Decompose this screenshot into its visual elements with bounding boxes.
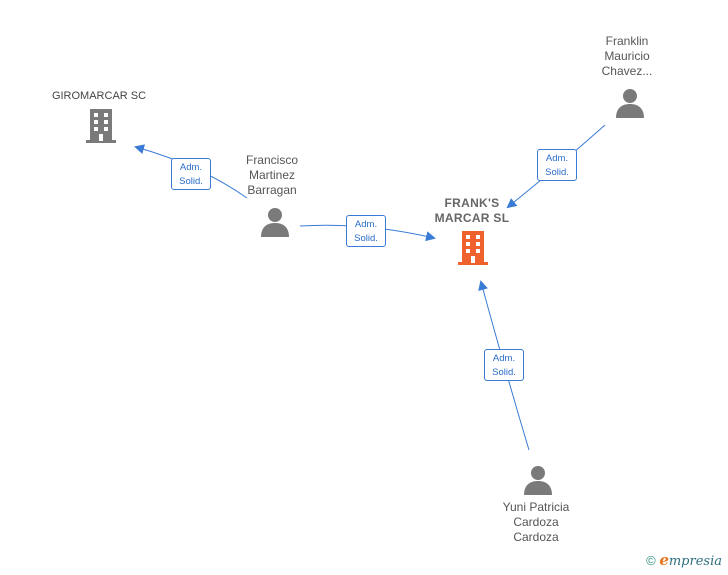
role-text: Solid. [179, 176, 203, 187]
company-name-giromarcar[interactable]: GIROMARCAR SC [51, 90, 147, 102]
company-name-focus[interactable]: FRANK'S MARCAR SL [434, 196, 510, 225]
role-text: Solid. [545, 167, 569, 178]
person-name-yuni[interactable]: Yuni Patricia Cardoza Cardoza [502, 500, 570, 544]
edge-label-francisco-giromarcar[interactable]: Adm. Solid. [171, 158, 211, 190]
building-icon[interactable] [456, 230, 490, 266]
edge-label-yuni-focus[interactable]: Adm. Solid. [484, 349, 524, 381]
role-text: Solid. [354, 233, 378, 244]
role-text: Adm. [354, 219, 378, 230]
role-text: Adm. [179, 162, 203, 173]
person-name-francisco[interactable]: Francisco Martinez Barragan [245, 153, 298, 197]
building-icon[interactable] [84, 108, 118, 144]
brand-initial: e [659, 551, 669, 569]
person-icon[interactable] [259, 206, 291, 238]
edge-label-francisco-focus[interactable]: Adm. Solid. [346, 215, 386, 247]
brand-footer: © empresia [646, 551, 722, 569]
brand-name: mpresia [668, 554, 722, 569]
copyright-icon: © [646, 553, 656, 568]
person-icon[interactable] [522, 464, 554, 496]
role-text: Adm. [545, 153, 569, 164]
role-text: Solid. [492, 367, 516, 378]
role-text: Adm. [492, 353, 516, 364]
person-name-franklin[interactable]: Franklin Mauricio Chavez... [601, 34, 653, 78]
edge-label-franklin-focus[interactable]: Adm. Solid. [537, 149, 577, 181]
person-icon[interactable] [614, 87, 646, 119]
